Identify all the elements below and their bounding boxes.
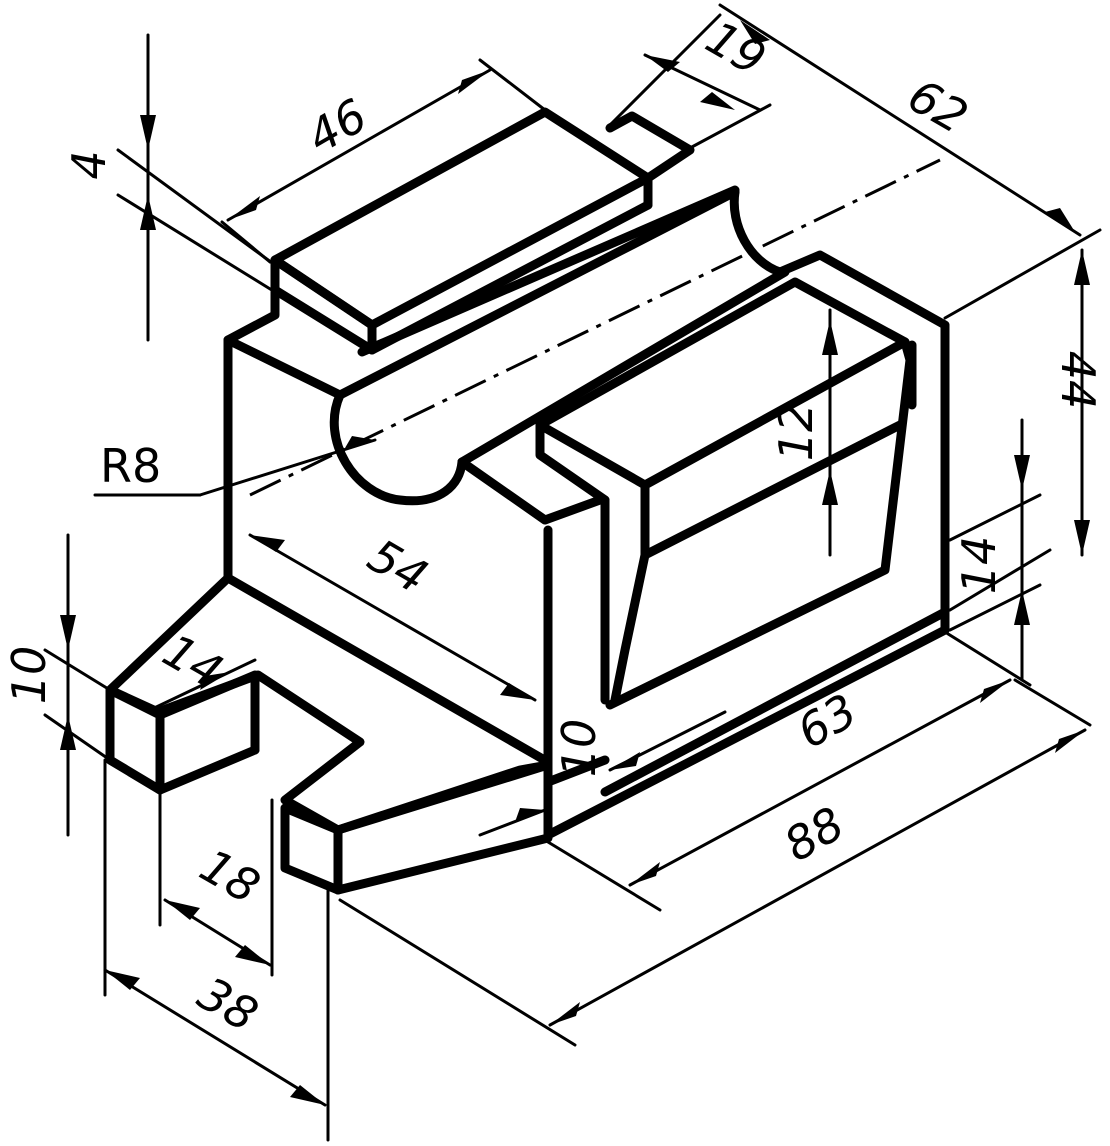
dim-38-label: 38: [189, 966, 267, 1042]
dim-10-left-label: 10: [2, 646, 56, 705]
part-outline: [105, 107, 950, 895]
dim-R8-label: R8: [100, 439, 161, 493]
block-bottom-edge: [640, 420, 905, 560]
dim-63-label: 63: [788, 683, 866, 759]
body-top-right-edge: [457, 457, 605, 525]
back-top-step: [605, 111, 695, 183]
dim-12-label: 12: [769, 403, 823, 462]
dimension-arrows: [60, 20, 1090, 1105]
base-right-edge: [543, 625, 950, 840]
slot-bottom: [155, 745, 260, 795]
left-boss-back: [155, 670, 260, 720]
dim-10-center-label: 10: [552, 719, 606, 778]
base-mid-edge: [600, 607, 950, 797]
foot-top-edge: [333, 760, 553, 835]
body-top-left-edge: [223, 287, 280, 583]
dimension-labels: 46 19 62 4 44 R8 12 54 14 10 14 10 63 88…: [2, 10, 1105, 1042]
dim-88-label: 88: [775, 796, 853, 872]
dim-4-label: 4: [62, 150, 116, 179]
dim-46-label: 46: [298, 88, 376, 164]
rail-ledge-edge: [357, 185, 740, 357]
foot-bottom-edge: [333, 833, 553, 895]
groove-lower-edge: [457, 267, 790, 467]
dim-62-label: 62: [899, 68, 977, 144]
dim-54-label: 54: [359, 528, 437, 604]
semicircle-groove-back: [729, 187, 785, 277]
channel-slant-edge: [610, 480, 650, 705]
back-corner: [775, 250, 950, 635]
groove-top-edge: [335, 187, 740, 400]
foot-front-block: [280, 803, 343, 895]
dim-44-label: 44: [1051, 351, 1105, 410]
body-top-front-edge: [223, 335, 345, 400]
dim-14-right-label: 14: [952, 536, 1006, 595]
semicircle-groove-front: [329, 390, 467, 506]
top-rail-front-face: [270, 255, 377, 355]
dim-18-label: 18: [191, 838, 269, 914]
base-front-step: [543, 755, 610, 787]
body-front-bottom-edge: [223, 573, 553, 767]
channel-block-front: [535, 420, 610, 505]
dim-19-label: 19: [697, 10, 775, 86]
